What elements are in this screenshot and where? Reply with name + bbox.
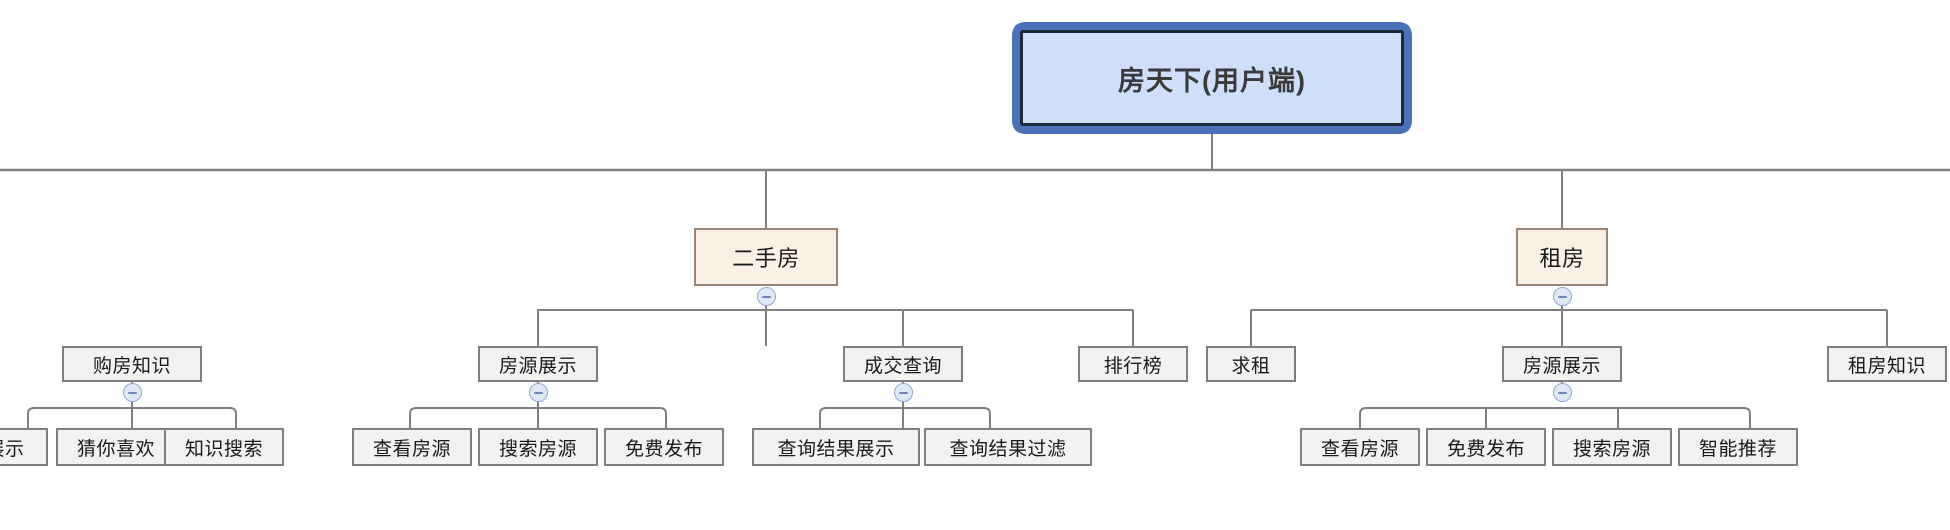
sub-node-paihangbang[interactable]: 排行榜	[1078, 346, 1188, 382]
root-node-label: 房天下(用户端)	[1118, 65, 1306, 96]
edge-fy1-rail	[409, 407, 667, 428]
leaf-node-label: 知识搜索	[184, 438, 263, 460]
leaf-node-mianfeifabu-zufang[interactable]: 免费发布	[1426, 428, 1546, 466]
minus-circle-icon	[899, 391, 908, 394]
sub-node-chengjiaochaxun[interactable]: 成交查询	[843, 346, 963, 382]
category-node-ershoufang[interactable]: 二手房	[694, 228, 838, 286]
leaf-node-label: 查看房源	[1320, 438, 1399, 460]
leaf-node-chaxunjieguozhanshi[interactable]: 查询结果展示	[752, 428, 920, 466]
category-node-zufang[interactable]: 租房	[1516, 228, 1608, 286]
leaf-node-label: 猜你喜欢	[76, 438, 155, 460]
leaf-node-chakanfangyuan-ershoufang[interactable]: 查看房源	[352, 428, 472, 466]
leaf-node-mianfeifabu-ershoufang[interactable]: 免费发布	[604, 428, 724, 466]
sub-node-fangyuanzhanshi-zufang[interactable]: 房源展示	[1502, 346, 1622, 382]
sub-node-label: 购房知识	[92, 355, 171, 377]
sub-node-goufangzhishi[interactable]: 购房知识	[62, 346, 202, 382]
root-node-ring	[1012, 22, 1412, 134]
leaf-node-label: 搜索房源	[498, 438, 577, 460]
sub-node-label: 房源展示	[498, 355, 577, 377]
leaf-node-zhishisousuo[interactable]: 知识搜索	[164, 428, 284, 466]
minus-circle-icon	[534, 391, 543, 394]
leaf-node-label: 查询结果展示	[777, 438, 895, 460]
sub-node-label: 房源展示	[1522, 355, 1601, 377]
leaf-node-label: 展示	[0, 438, 25, 460]
sub-node-label: 成交查询	[863, 355, 942, 377]
collapse-toggle-fangyuanzhanshi-zufang[interactable]	[1553, 383, 1572, 402]
leaf-node-chakanfangyuan-zufang[interactable]: 查看房源	[1300, 428, 1420, 466]
leaf-node-suosuofangyuan-ershoufang[interactable]: 搜索房源	[478, 428, 598, 466]
collapse-toggle-ershoufang[interactable]	[757, 287, 776, 306]
minus-circle-icon	[1558, 391, 1567, 394]
edge-fy2-rail	[1359, 407, 1751, 428]
leaf-node-zhinengtuijian[interactable]: 智能推荐	[1678, 428, 1798, 466]
collapse-toggle-goufangzhishi[interactable]	[123, 383, 142, 402]
leaf-node-chaxunjieguoguolv[interactable]: 查询结果过滤	[924, 428, 1092, 466]
sub-node-label: 排行榜	[1103, 355, 1163, 377]
collapse-toggle-chengjiaochaxun[interactable]	[894, 383, 913, 402]
collapse-toggle-zufang[interactable]	[1553, 287, 1572, 306]
sub-node-qiuzu[interactable]: 求租	[1206, 346, 1296, 382]
leaf-node-label: 查询结果过滤	[949, 438, 1067, 460]
sub-node-label: 租房知识	[1847, 355, 1926, 377]
category-node-label: 租房	[1539, 246, 1585, 271]
edge-cjcx-rail	[819, 407, 991, 428]
leaf-node-cainixihuan[interactable]: 猜你喜欢	[56, 428, 176, 466]
sub-node-label: 求租	[1231, 355, 1271, 377]
leaf-node-zhanshi[interactable]: 展示	[0, 428, 48, 466]
sub-node-fangyuanzhanshi-ershoufang[interactable]: 房源展示	[478, 346, 598, 382]
minus-circle-icon	[128, 391, 137, 394]
leaf-node-label: 智能推荐	[1698, 438, 1777, 460]
sub-node-zufangzhishi[interactable]: 租房知识	[1827, 346, 1947, 382]
collapse-toggle-fangyuanzhanshi-ershoufang[interactable]	[529, 383, 548, 402]
category-node-label: 二手房	[732, 246, 800, 271]
edge-ershoufang-rail	[537, 309, 1133, 346]
leaf-node-label: 查看房源	[372, 438, 451, 460]
leaf-node-label: 免费发布	[1446, 438, 1525, 460]
root-node-fangtianxia[interactable]: 房天下(用户端)	[1020, 30, 1404, 126]
leaf-node-label: 免费发布	[624, 438, 703, 460]
minus-circle-icon	[762, 295, 771, 298]
leaf-node-suosuofangyuan-zufang[interactable]: 搜索房源	[1552, 428, 1672, 466]
minus-circle-icon	[1558, 295, 1567, 298]
edge-goufangzhishi-rail	[27, 407, 237, 428]
leaf-node-label: 搜索房源	[1572, 438, 1651, 460]
